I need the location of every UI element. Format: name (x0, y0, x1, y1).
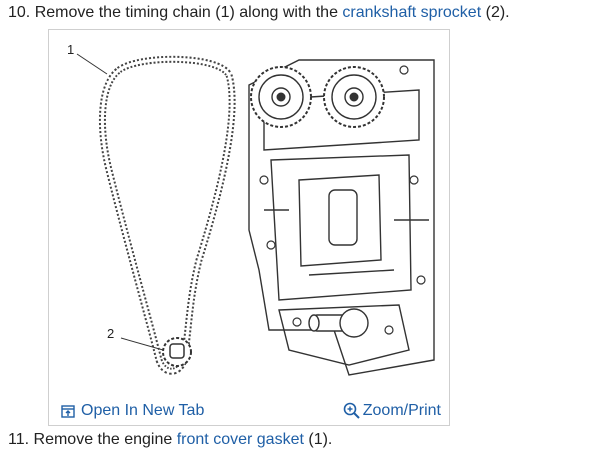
crankshaft-sprocket-link[interactable]: crankshaft sprocket (342, 4, 482, 21)
callout-2: 2 (107, 326, 115, 341)
figure-toolbar: Open In New Tab Zoom/Print (49, 402, 449, 426)
open-in-new-tab-button[interactable]: Open In New Tab (61, 402, 204, 420)
callout-1: 1 (67, 42, 75, 57)
step-11-text: 11. Remove the engine front cover gasket… (8, 430, 332, 450)
step-text-end: (1). (308, 431, 333, 448)
front-cover-gasket-link[interactable]: front cover gasket (176, 431, 304, 448)
step-text-end: (2). (485, 4, 510, 21)
step-text: Remove the timing chain (1) along with t… (34, 4, 338, 21)
figure-timing-chain: 1 2 Open In New Tab Zoom/Print (48, 29, 450, 426)
step-text: Remove the engine (33, 431, 173, 448)
open-in-new-tab-label: Open In New Tab (81, 402, 205, 419)
magnifier-plus-icon (343, 402, 360, 419)
timing-chain-illustration (76, 53, 435, 376)
open-in-new-tab-icon (61, 405, 75, 418)
zoom-print-button[interactable]: Zoom/Print (343, 402, 441, 420)
step-number: 10. (8, 4, 31, 21)
zoom-print-label: Zoom/Print (362, 402, 441, 419)
step-10-text: 10. Remove the timing chain (1) along wi… (8, 3, 510, 23)
step-number: 11. (8, 431, 30, 448)
